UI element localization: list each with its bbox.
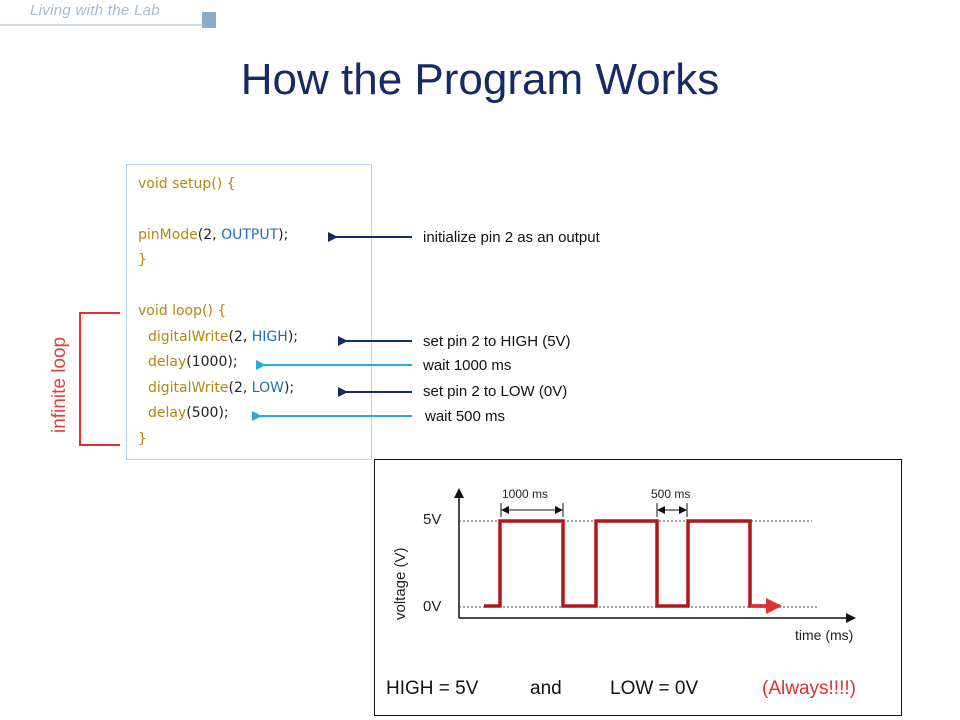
annotation-pinmode: initialize pin 2 as an output	[423, 229, 600, 246]
loop-bracket	[79, 312, 120, 446]
high-equals-5v: HIGH = 5V	[386, 678, 479, 699]
waveform-panel	[374, 459, 902, 716]
y-axis-label: voltage (V)	[392, 547, 409, 620]
code-line-delay-1000: delay(1000);	[148, 354, 238, 370]
x-axis-label: time (ms)	[795, 627, 854, 643]
code-line-close-loop: }	[138, 431, 147, 447]
code-panel	[126, 164, 372, 460]
dim-label-1000: 1000 ms	[502, 487, 549, 501]
label-5v: 5V	[423, 511, 442, 528]
and-label: and	[530, 678, 562, 699]
code-line-write-high: digitalWrite(2, HIGH);	[148, 329, 298, 345]
brand-underline	[0, 24, 205, 26]
code-line-pinmode: pinMode(2, OUTPUT);	[138, 227, 289, 243]
dim-label-500: 500 ms	[651, 487, 691, 501]
code-line-setup: void setup() {	[138, 176, 236, 192]
brand-square	[202, 12, 216, 28]
label-0v: 0V	[423, 598, 442, 615]
code-line-loop: void loop() {	[138, 303, 227, 319]
brand-label: Living with the Lab	[30, 2, 160, 19]
page-title: How the Program Works	[240, 55, 720, 104]
square-wave-signal	[484, 519, 778, 608]
always-label: (Always!!!!)	[762, 678, 856, 699]
annotation-high: set pin 2 to HIGH (5V)	[423, 333, 571, 350]
code-line-write-low: digitalWrite(2, LOW);	[148, 380, 295, 396]
annotation-wait-1000: wait 1000 ms	[423, 357, 512, 374]
annotation-low: set pin 2 to LOW (0V)	[423, 383, 568, 400]
annotation-wait-500: wait 500 ms	[425, 408, 506, 425]
code-line-close-setup: }	[138, 252, 147, 268]
low-equals-0v: LOW = 0V	[610, 678, 699, 699]
code-line-delay-500: delay(500);	[148, 405, 229, 421]
